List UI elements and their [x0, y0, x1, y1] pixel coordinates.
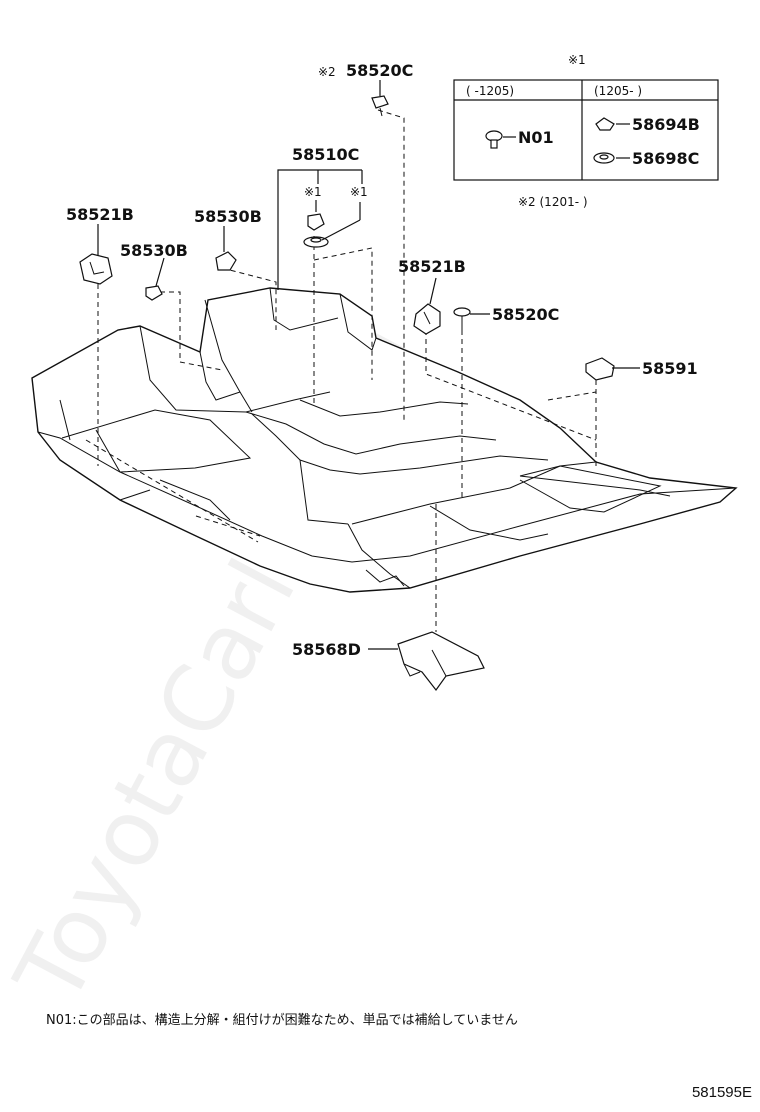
grommet-58510c-left — [307, 213, 325, 231]
washer-58698c-icon — [593, 152, 615, 164]
label-58530b-upper: 58530B — [194, 207, 262, 226]
footnote-n01: N01:この部品は、構造上分解・組付けが困難なため、単品では補給していません — [46, 1013, 518, 1028]
label-58568d: 58568D — [292, 640, 361, 659]
clip-58521b-right — [413, 303, 441, 335]
table-header-right: (1205- ) — [594, 84, 642, 98]
label-58530b-lower: 58530B — [120, 241, 188, 260]
label-58520c-right: 58520C — [492, 305, 559, 324]
bracket-58568d — [397, 631, 485, 692]
floor-carpet — [31, 287, 738, 593]
clip-58521b-left — [79, 253, 113, 285]
leader-lines — [97, 80, 640, 650]
clip-58520c-right — [453, 307, 471, 330]
clip-58530b-upper — [215, 251, 237, 271]
bolt-n01-icon — [485, 130, 503, 149]
clip-58591 — [585, 357, 615, 381]
clip-58530b-lower — [145, 285, 163, 301]
table-label-n01: N01 — [518, 128, 554, 147]
table-footer-note: ※2 (1201- ) — [518, 195, 588, 209]
catalog-code: 581595E — [691, 1084, 752, 1101]
label-58521b-right: 58521B — [398, 257, 466, 276]
label-58520c-top: 58520C — [346, 61, 413, 80]
assembly-dashed-lines — [85, 109, 597, 632]
variant-table: ※1 ( -1205) (1205- ) N01 58694B 58698C ※… — [453, 53, 719, 209]
label-58510c: 58510C — [292, 145, 359, 164]
label-58521b-left: 58521B — [66, 205, 134, 224]
note1-symbol-left: ※1 — [304, 185, 322, 199]
note2-symbol: ※2 — [318, 65, 336, 79]
label-58591: 58591 — [642, 359, 698, 378]
nut-58694b-icon — [595, 117, 615, 131]
table-label-58698c: 58698C — [632, 149, 699, 168]
table-header-left: ( -1205) — [466, 84, 514, 98]
clip-58520c-top — [371, 95, 389, 117]
table-note-symbol: ※1 — [568, 53, 586, 67]
table-label-58694b: 58694B — [632, 115, 700, 134]
note1-symbol-right: ※1 — [350, 185, 368, 199]
